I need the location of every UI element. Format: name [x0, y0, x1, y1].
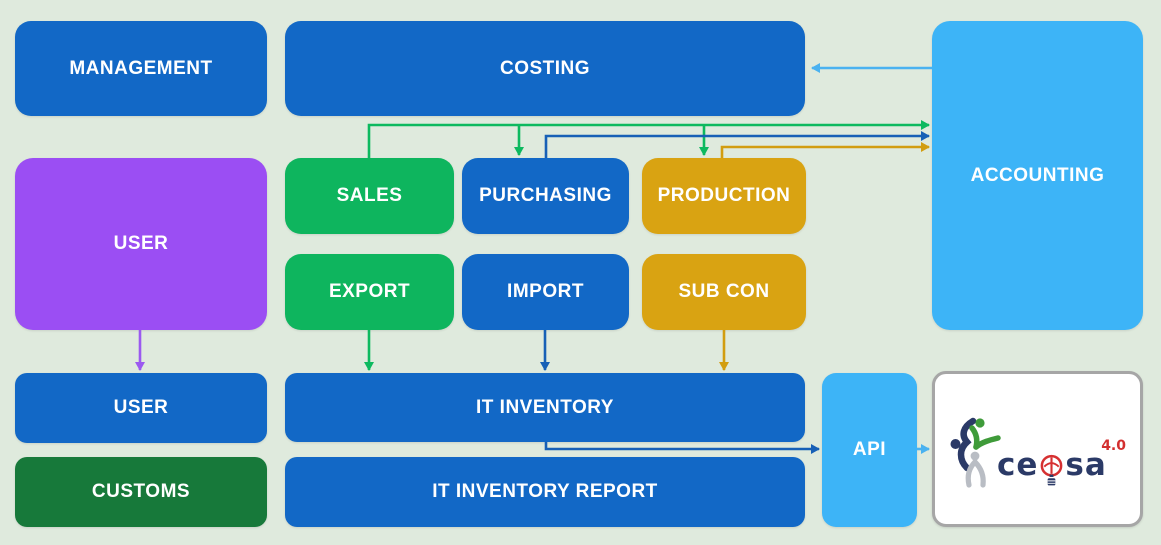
node-costing-label: COSTING: [499, 57, 591, 79]
ceisa-wordmark: ce sa: [997, 447, 1107, 486]
ceisa-wordmark-prefix: ce: [997, 447, 1039, 483]
node-user: USER: [15, 373, 267, 443]
node-management-label: MANAGEMENT: [69, 57, 213, 79]
node-import-label: IMPORT: [507, 281, 584, 303]
node-it-inventory-label: IT INVENTORY: [476, 396, 614, 418]
node-it-inventory-report-label: IT INVENTORY REPORT: [432, 481, 658, 503]
node-customs-label: CUSTOMS: [91, 481, 191, 503]
node-user-area: USER: [15, 158, 267, 330]
node-purchasing: PURCHASING: [462, 158, 629, 234]
node-ceisa-logo-card: ce sa 4.0: [932, 371, 1143, 527]
node-costing: COSTING: [285, 21, 805, 116]
node-sales: SALES: [285, 158, 454, 234]
node-api-label: API: [852, 439, 887, 461]
node-user-area-label: USER: [113, 233, 169, 255]
node-subcon-label: SUB CON: [678, 281, 770, 303]
node-subcon: SUB CON: [642, 254, 806, 330]
node-export: EXPORT: [285, 254, 454, 330]
node-accounting-label: ACCOUNTING: [970, 164, 1105, 186]
node-user-label: USER: [113, 397, 169, 419]
node-import: IMPORT: [462, 254, 629, 330]
node-api: API: [822, 373, 917, 527]
node-purchasing-label: PURCHASING: [479, 185, 612, 207]
node-it-inventory-report: IT INVENTORY REPORT: [285, 457, 805, 527]
node-production: PRODUCTION: [642, 158, 806, 234]
node-production-label: PRODUCTION: [657, 185, 791, 207]
ceisa-dancing-figures-icon: [950, 417, 1001, 488]
node-it-inventory: IT INVENTORY: [285, 373, 805, 442]
node-management: MANAGEMENT: [15, 21, 267, 116]
node-customs: CUSTOMS: [15, 457, 267, 527]
node-export-label: EXPORT: [328, 281, 411, 303]
node-accounting: ACCOUNTING: [932, 21, 1143, 330]
node-sales-label: SALES: [336, 185, 403, 207]
ceisa-wordmark-suffix: sa: [1065, 447, 1107, 483]
customs-bulb-icon: [1041, 454, 1063, 486]
ceisa-version-badge: 4.0: [1101, 438, 1126, 454]
